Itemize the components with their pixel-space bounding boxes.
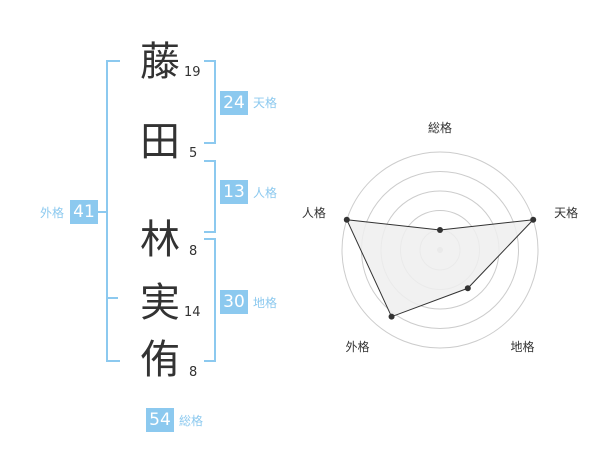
name-char-3: 林 [140,217,180,263]
soukaku-label: 総格 [179,414,204,428]
radar-axis-label-1: 天格 [554,205,578,220]
soukaku-value: 54 [146,408,174,432]
radar-axis-label-2: 地格 [511,339,535,354]
gaikaku-value: 41 [70,200,98,224]
tenkaku-label: 天格 [253,96,278,110]
tenkaku-bracket [204,60,216,144]
radar-area [345,219,535,318]
jinkaku-bracket [204,160,216,233]
radar-point-2 [464,285,471,292]
stroke-count-5: 8 [189,365,198,380]
radar-point-4 [343,216,350,223]
chikaku-bracket [204,238,216,362]
stroke-count-4: 14 [184,305,201,320]
gaikaku-bracket-tick [106,297,118,299]
radar-axis-label-4: 人格 [302,205,326,220]
radar-point-3 [388,313,395,320]
stroke-count-1: 19 [184,65,201,80]
chikaku-value: 30 [220,290,248,314]
name-char-5: 侑 [140,337,180,383]
tenkaku-value: 24 [220,91,248,115]
stroke-count-2: 5 [189,146,198,161]
stroke-count-3: 8 [189,244,198,259]
name-char-4: 実 [140,280,180,326]
gaikaku-bracket [106,60,120,362]
name-char-2: 田 [140,119,180,165]
radar-point-1 [530,216,537,223]
radar-ring-5 [341,151,539,349]
radar-axis-label-3: 外格 [345,339,369,354]
gaikaku-label: 外格 [40,206,65,220]
name-char-1: 藤 [140,39,180,85]
radar-axis-label-0: 総格 [428,120,452,135]
chikaku-label: 地格 [253,296,278,310]
jinkaku-value: 13 [220,180,248,204]
jinkaku-label: 人格 [253,186,278,200]
gaikaku-connector [98,211,106,213]
radar-point-0 [437,227,443,233]
